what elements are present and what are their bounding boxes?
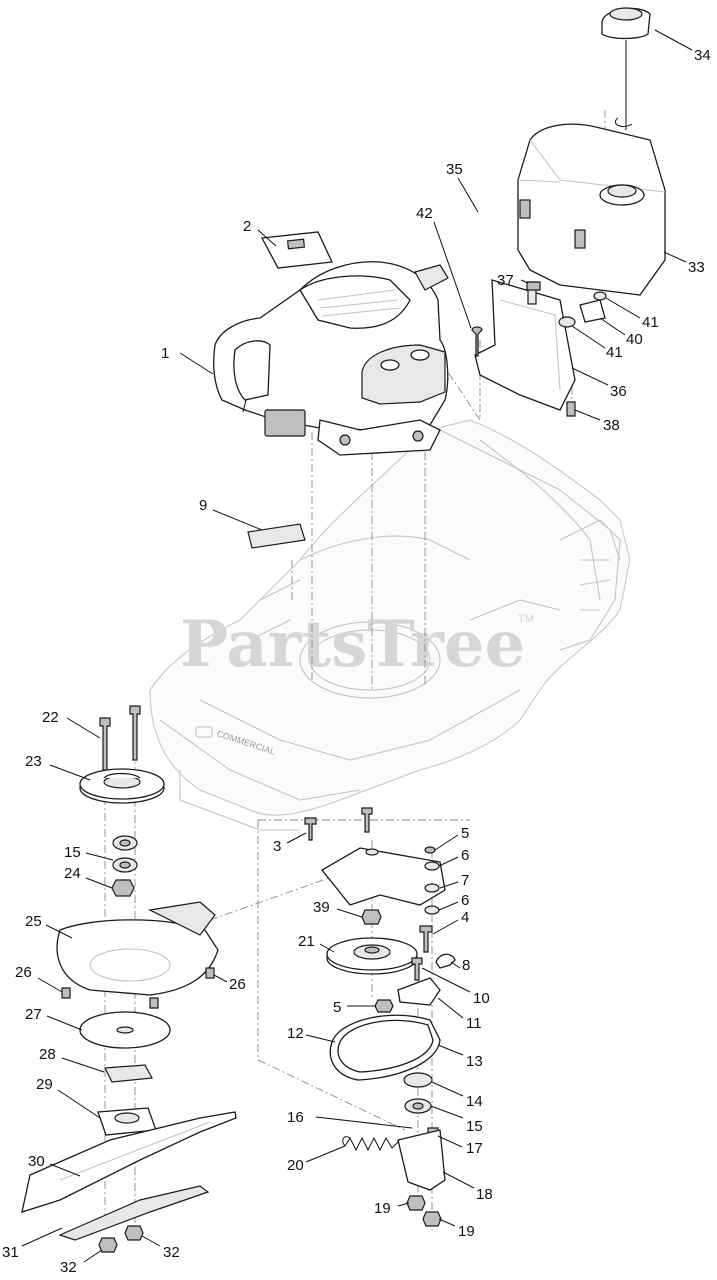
callout-27: 27	[25, 1006, 42, 1023]
callout-36: 36	[610, 383, 627, 400]
callout-1: 1	[161, 345, 169, 362]
callout-18: 18	[476, 1186, 493, 1203]
callout-35: 35	[446, 161, 463, 178]
callout-5-top: 5	[461, 825, 469, 842]
callout-4: 4	[461, 909, 469, 926]
callout-41-upper: 41	[642, 314, 659, 331]
callout-31: 31	[2, 1244, 19, 1261]
callout-28: 28	[39, 1046, 56, 1063]
callout-32-right: 32	[163, 1244, 180, 1261]
callout-32-left: 32	[60, 1259, 77, 1276]
watermark-text: PartsTree	[180, 607, 525, 682]
callout-5-lower: 5	[333, 999, 341, 1016]
callout-26-right: 26	[229, 976, 246, 993]
callouts: 1 2 3 4 5 5 6 6 7 8 9 10 11	[2, 29, 711, 1276]
decal-9-part	[247, 523, 306, 549]
callout-20: 20	[287, 1157, 304, 1174]
callout-33: 33	[688, 259, 705, 276]
callout-10: 10	[473, 990, 490, 1007]
engine	[213, 261, 449, 456]
callout-40: 40	[626, 331, 643, 348]
callout-12: 12	[287, 1025, 304, 1042]
fuel-tank-group	[471, 7, 666, 417]
callout-6-top: 6	[461, 847, 469, 864]
callout-42: 42	[416, 205, 433, 222]
callout-9: 9	[199, 497, 207, 514]
decal-2-part	[260, 231, 333, 269]
callout-19-left: 19	[374, 1200, 391, 1217]
callout-26-left: 26	[15, 964, 32, 981]
watermark: PartsTree TM	[180, 607, 534, 682]
callout-6-lower: 6	[461, 892, 469, 909]
idler-belt-group	[304, 807, 456, 1227]
callout-7: 7	[461, 872, 469, 889]
blade-drive-stack	[21, 705, 237, 1253]
callout-24: 24	[64, 865, 81, 882]
callout-13: 13	[466, 1053, 483, 1070]
callout-16: 16	[287, 1109, 304, 1126]
callout-23: 23	[25, 753, 42, 770]
callout-15-right: 15	[466, 1118, 483, 1135]
callout-15-left: 15	[64, 844, 81, 861]
callout-38: 38	[603, 417, 620, 434]
callout-25: 25	[25, 913, 42, 930]
callout-21: 21	[298, 933, 315, 950]
watermark-trademark: TM	[518, 613, 534, 625]
callout-37: 37	[497, 272, 514, 289]
callout-11: 11	[466, 1015, 482, 1032]
callout-22: 22	[42, 709, 59, 726]
callout-41-lower: 41	[606, 344, 623, 361]
callout-3: 3	[273, 838, 281, 855]
callout-19-right: 19	[458, 1223, 475, 1240]
callout-17: 17	[466, 1140, 483, 1157]
callout-39: 39	[313, 899, 330, 916]
callout-8: 8	[462, 957, 470, 974]
callout-2: 2	[243, 218, 251, 235]
callout-14: 14	[466, 1093, 483, 1110]
callout-29: 29	[36, 1076, 53, 1093]
callout-34: 34	[694, 47, 711, 64]
callout-30: 30	[28, 1153, 45, 1170]
